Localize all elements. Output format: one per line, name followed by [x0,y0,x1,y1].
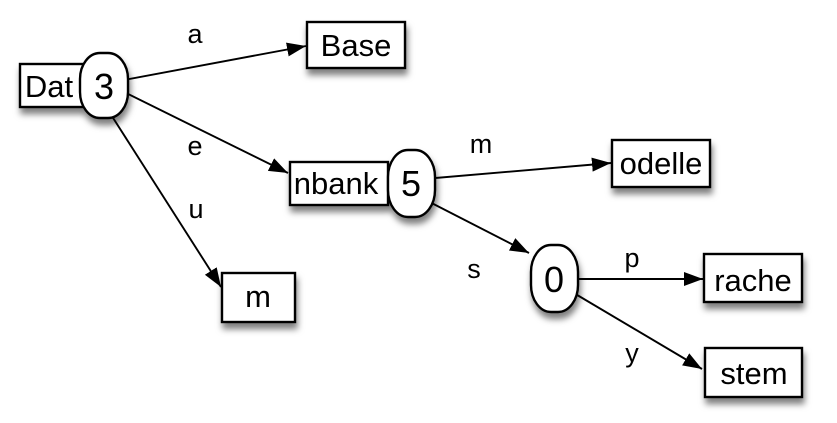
node-base: Base [305,20,407,70]
node-rache: rache [702,252,804,304]
dat-count: 3 [94,66,114,107]
edge-u-label: u [188,194,203,224]
nbank-count: 5 [401,163,421,204]
odelle-box [610,138,712,189]
edge-s-label: s [467,254,481,284]
edge-e-arrow [123,91,289,174]
edges [107,42,703,370]
nbank-count-bubble [386,148,437,219]
edge-p-label: p [624,243,639,273]
rache-box [702,252,804,304]
edge-a-label: a [187,19,203,49]
node-nbank: nbank 5 [288,148,437,219]
nbank-box [288,160,390,207]
edge-e-label: e [187,131,202,161]
stem-label: stem [720,356,787,391]
nbank-label: nbank [294,166,379,201]
edge-labels: a e u m s p y [187,19,639,368]
edge-m-label: m [470,129,493,159]
m-label: m [245,279,271,314]
edge-y-label: y [625,338,639,368]
node-odelle: odelle [610,138,712,189]
dat-label: Dat [25,69,74,104]
node-dat: Dat 3 [18,51,130,120]
stem-box [703,346,804,399]
edge-u-arrow [107,109,222,288]
node-stem: stem [703,346,804,399]
edge-a-arrow [123,42,307,81]
dat-count-bubble [78,51,130,120]
dat-box [18,62,86,109]
zero-count: 0 [544,259,564,300]
edge-y-arrow [561,285,703,370]
edge-m-arrow [411,157,612,181]
node-zero: 0 [529,243,580,314]
m-box [220,271,297,324]
zero-count-bubble [529,243,580,314]
rache-label: rache [714,263,792,298]
node-m: m [220,271,297,324]
base-label: Base [321,28,392,63]
odelle-label: odelle [620,146,703,181]
base-box [305,20,407,70]
